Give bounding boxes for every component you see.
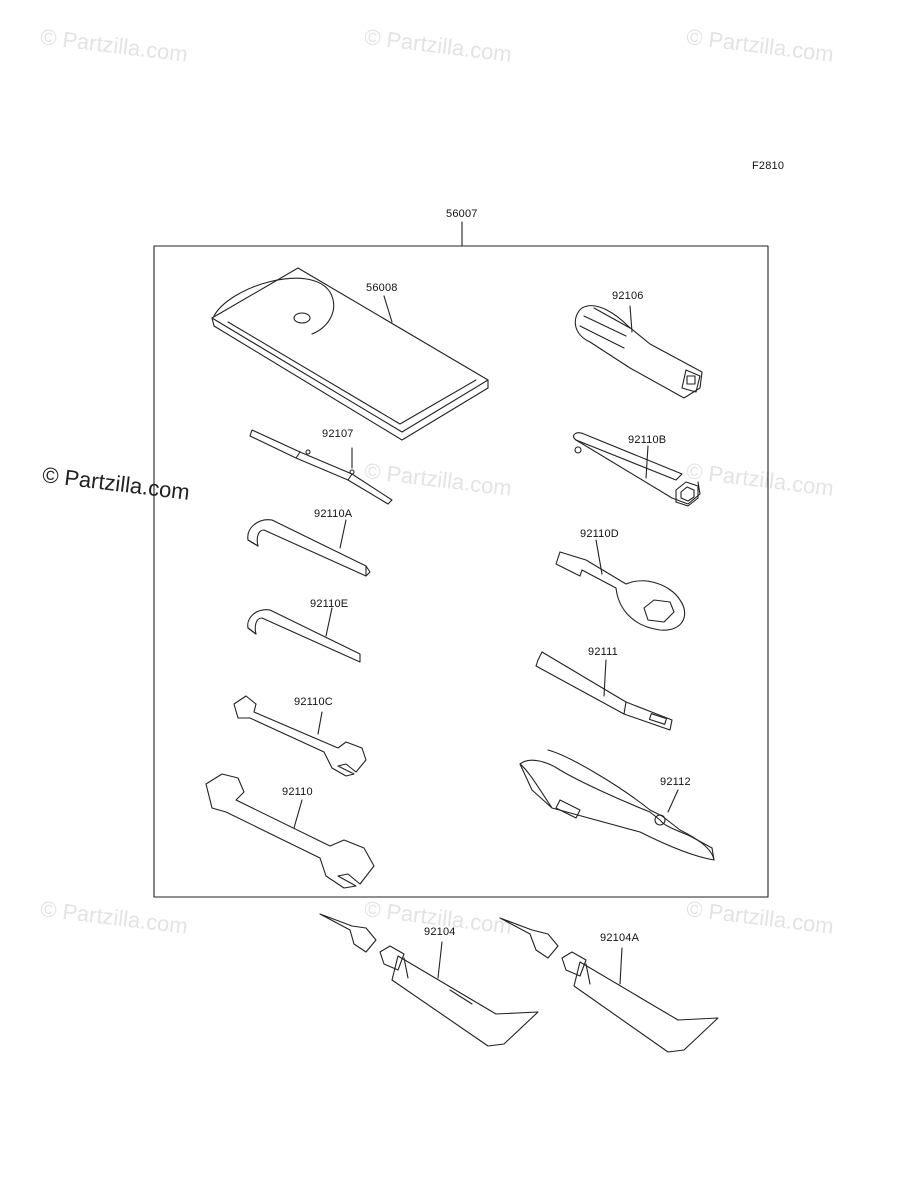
part-label-92110e[interactable]: 92110E — [310, 598, 349, 610]
figure-code: F2810 — [752, 160, 785, 172]
part-label-92107[interactable]: 92107 — [322, 428, 354, 440]
tool-pouch-icon — [212, 268, 488, 440]
screwdriver-bit-icon — [250, 430, 392, 504]
assembly-frame — [153, 245, 769, 898]
ring-spanner-icon — [556, 540, 685, 630]
part-label-92104[interactable]: 92104 — [424, 926, 456, 938]
open-end-wrench-small-icon — [234, 696, 366, 776]
part-label-92110a[interactable]: 92110A — [314, 508, 353, 520]
part-label-92106[interactable]: 92106 — [612, 290, 644, 302]
box-wrench-icon — [574, 433, 700, 506]
hex-key-icon — [248, 520, 370, 576]
part-label-92110[interactable]: 92110 — [282, 786, 313, 798]
part-label-92111[interactable]: 92111 — [588, 646, 618, 658]
open-end-wrench-large-icon — [206, 774, 374, 888]
part-label-92110d[interactable]: 92110D — [580, 528, 619, 540]
adhesive-tube-icon — [320, 914, 538, 1046]
part-label-92110c[interactable]: 92110C — [294, 696, 333, 708]
part-label-92104a[interactable]: 92104A — [600, 932, 640, 944]
part-label-92110b[interactable]: 92110B — [628, 434, 667, 446]
screwdriver-handle-icon — [575, 306, 702, 398]
extension-bar-icon — [536, 652, 672, 730]
part-label-assembly[interactable]: 56007 — [446, 208, 478, 220]
part-label-92112[interactable]: 92112 — [660, 776, 691, 788]
adhesive-tube-a-icon — [500, 918, 718, 1052]
hex-key-small-icon — [248, 608, 360, 662]
part-label-56008[interactable]: 56008 — [366, 282, 398, 294]
pliers-icon — [520, 750, 714, 860]
